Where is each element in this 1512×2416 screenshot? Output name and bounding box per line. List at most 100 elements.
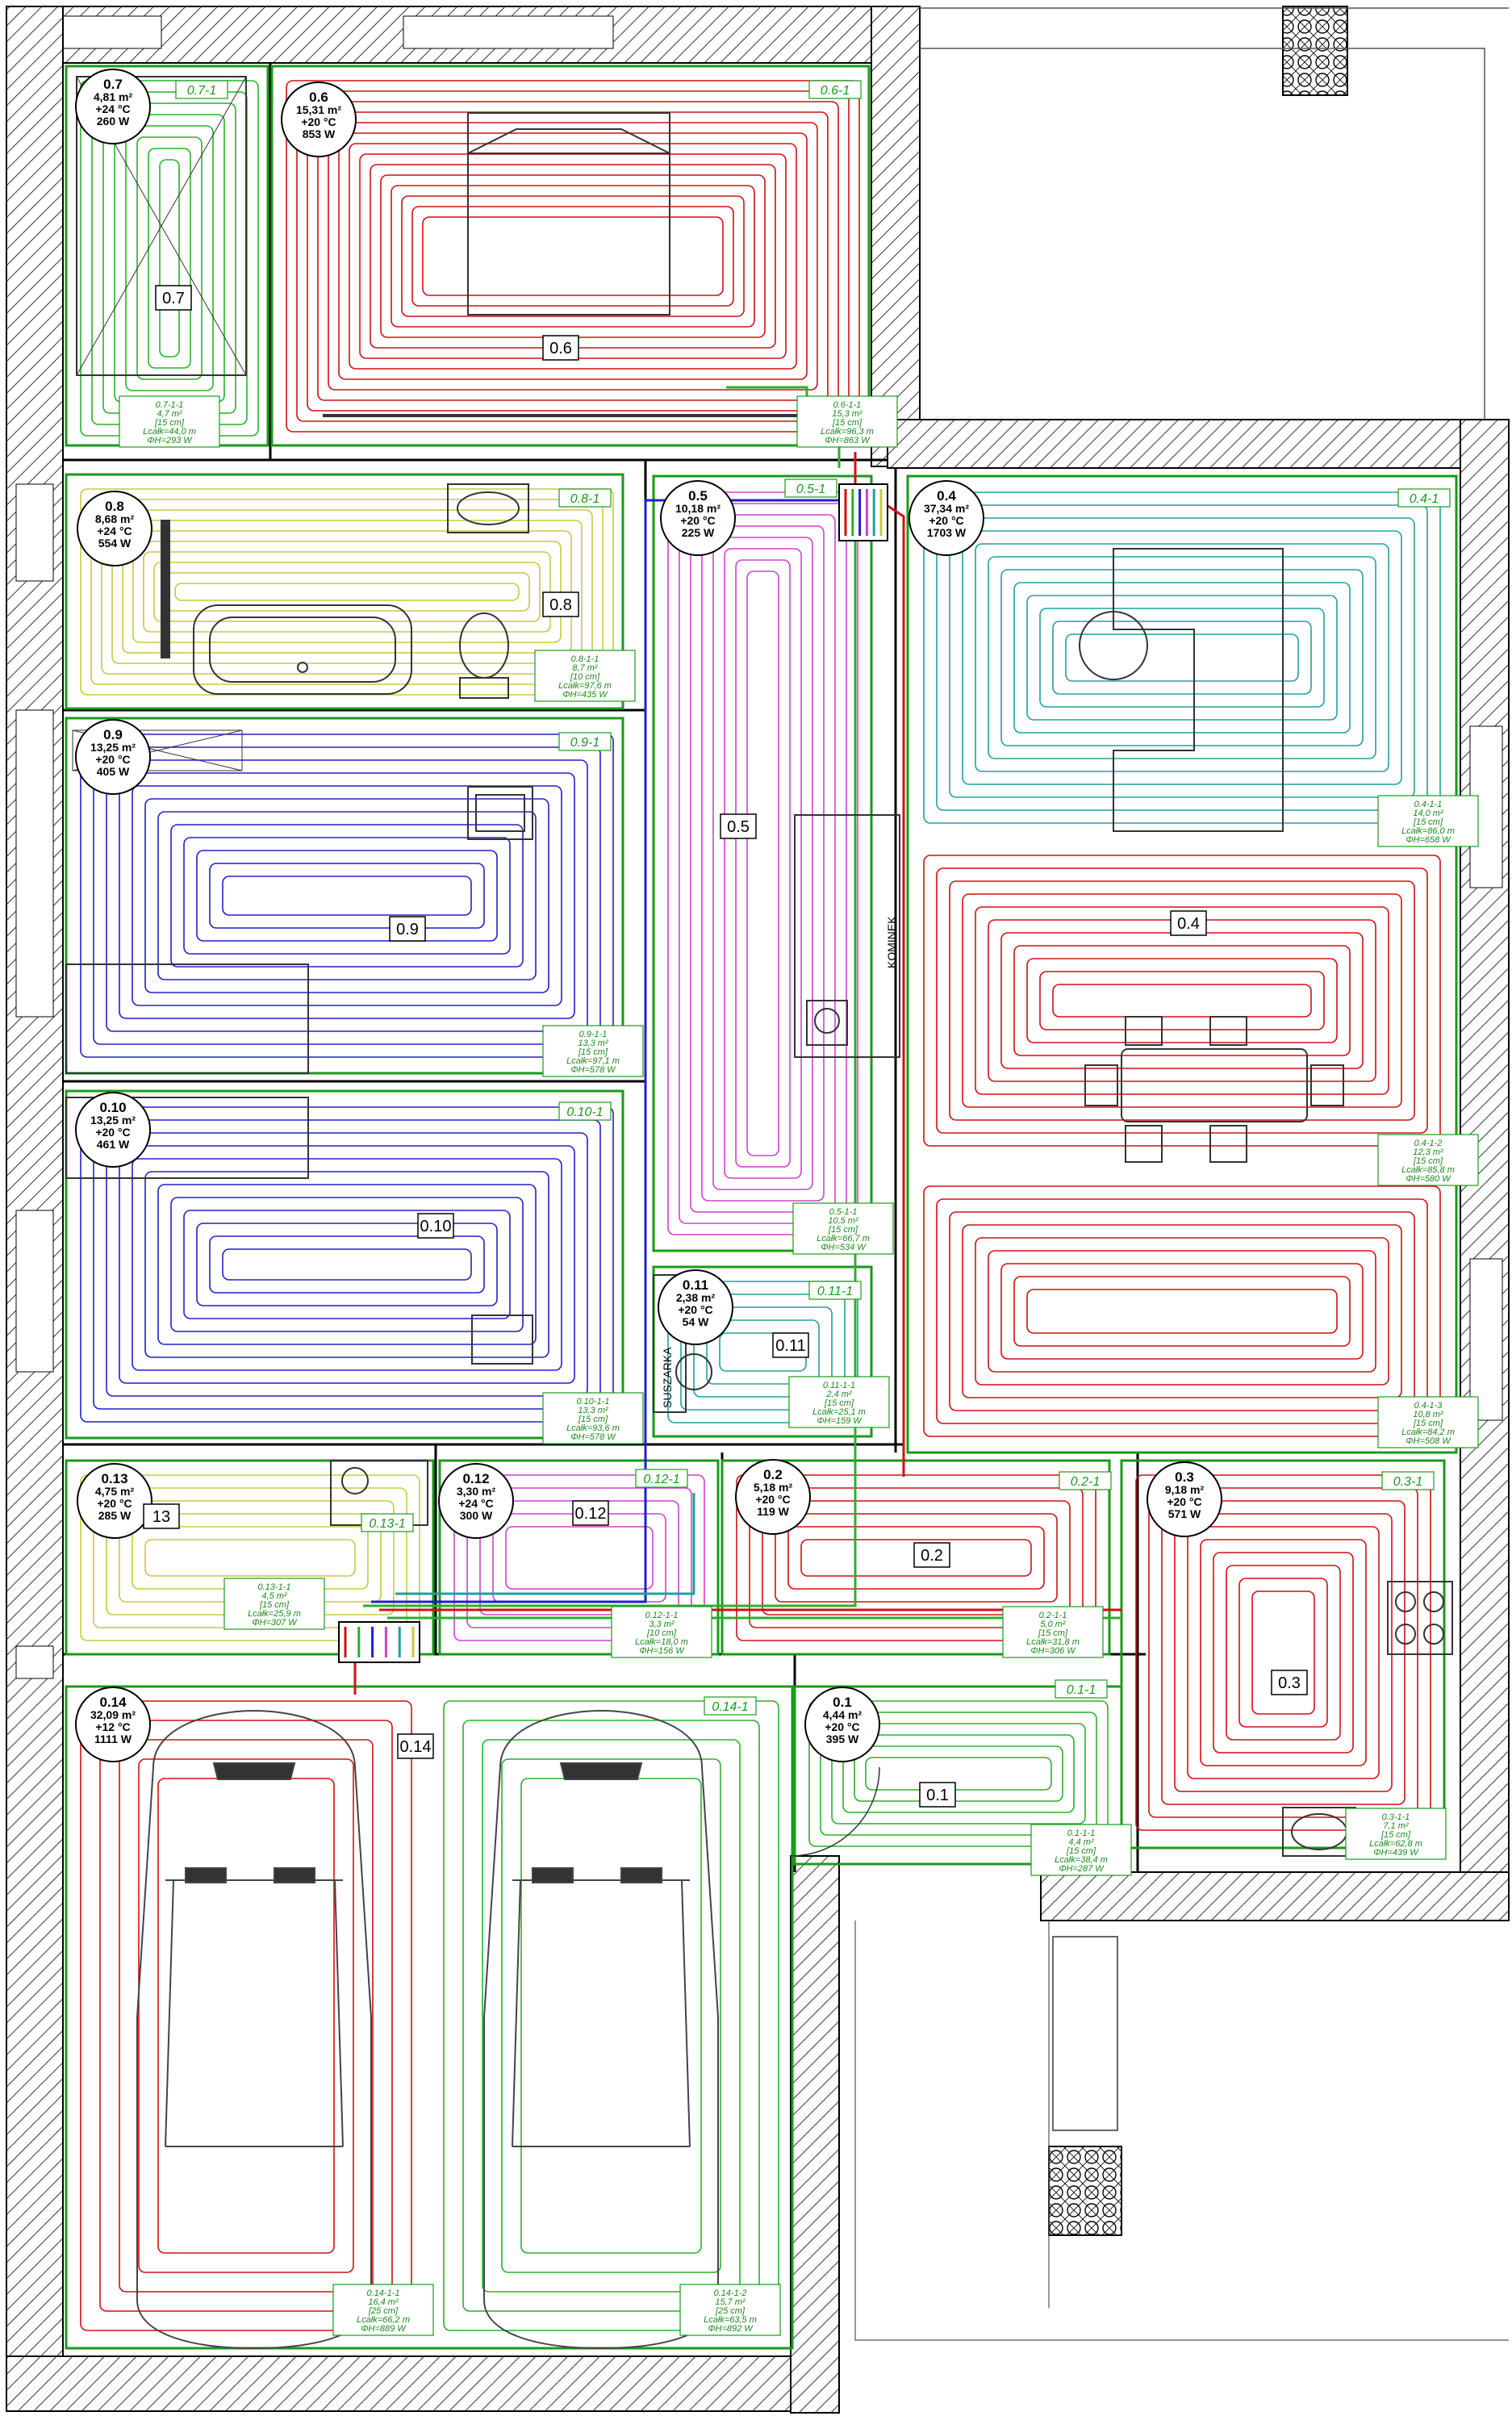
circuit-spec-2-line: [25 cm]: [715, 2306, 746, 2316]
circuit-spec-2-frame: [679, 2284, 781, 2336]
pipe-loop: [328, 122, 818, 391]
circuit-spec-line: 14,0 m²: [1413, 809, 1443, 818]
circuit-spec-line: 0.6-1-1: [833, 400, 862, 410]
room-param: +20 °C: [929, 514, 963, 527]
pipe-loop: [136, 136, 203, 380]
room-number: 0.8: [105, 499, 124, 514]
pipe-loop: [988, 556, 1376, 759]
circuit-spec-frame: [1002, 1606, 1104, 1658]
pipe-loop: [132, 1158, 562, 1371]
circuit-spec-2-line: 12,3 m²: [1413, 1147, 1443, 1157]
room-param: 405 W: [97, 765, 130, 778]
pipe-loop: [80, 734, 614, 1058]
circuit-spec-line: [15 cm]: [1380, 1830, 1411, 1840]
supply-line: [395, 1493, 695, 1595]
entrance-door-arc: [790, 1766, 880, 1857]
room-number: 0.9: [103, 727, 123, 742]
circuit-spec-line: 4,5 m²: [261, 1591, 287, 1601]
stove-burner-1: [1395, 1591, 1416, 1612]
circuit-spec-line: ΦH=578 W: [570, 1432, 616, 1442]
circuit-spec-2-line: Lcałk=63,5 m: [704, 2315, 757, 2325]
room-param: 225 W: [682, 526, 715, 539]
pipe-loop: [196, 850, 498, 942]
room-param: 4,81 m²: [94, 90, 133, 103]
pipe-loop: [1065, 633, 1299, 682]
circuit-spec-3-line: ΦH=508 W: [1405, 1436, 1451, 1446]
room-param: 260 W: [97, 115, 130, 127]
room-tag-circle: [735, 1459, 811, 1535]
pipe-loop: [1052, 984, 1312, 1018]
pipe-loop: [157, 1778, 335, 2254]
circuit-spec-line: ΦH=307 W: [252, 1618, 298, 1628]
circuit-spec-line: [15 cm]: [1038, 1628, 1068, 1638]
circuit-tag: 0.2-1: [1071, 1475, 1100, 1489]
room-param: 300 W: [460, 1509, 493, 1522]
room-id-text: 0.5: [727, 818, 750, 836]
room-param: +12 °C: [95, 1720, 130, 1733]
circuit-spec-line: 10,5 m²: [828, 1216, 858, 1226]
pipe-loop: [296, 90, 850, 422]
circuit-spec-2-line: 15,7 m²: [715, 2297, 746, 2307]
bed: [467, 112, 670, 316]
room-param: 285 W: [98, 1509, 132, 1522]
room-id-text: 0.6: [549, 340, 572, 357]
room-id-text: 0.4: [1177, 915, 1200, 933]
room-param: 8,68 m²: [95, 512, 135, 525]
circuit-spec-line: 0.9-1-1: [579, 1030, 608, 1039]
room-id-box: [772, 1332, 809, 1358]
pipe-loop: [338, 132, 808, 380]
pipe-loop: [1013, 582, 1351, 734]
pipe-loop: [1000, 932, 1364, 1069]
room-param: +20 °C: [680, 514, 715, 527]
pipe-loop: [80, 1106, 614, 1423]
circuit-spec-frame: [332, 2284, 434, 2336]
circuit-tag-frame: [558, 732, 612, 751]
circuit-tag: 0.12-1: [643, 1473, 679, 1486]
room-param: +20 °C: [301, 115, 336, 128]
circuit-tag-frame: [704, 1696, 757, 1716]
circuit-tag-frame: [175, 80, 228, 99]
room-number: 0.6: [309, 90, 328, 105]
pipe-loop: [690, 514, 836, 1213]
room-number: 0.1: [833, 1695, 852, 1710]
pipe-loop: [102, 102, 236, 414]
circuit-spec-3-line: [15 cm]: [1413, 1419, 1443, 1428]
pipe-loop: [775, 1513, 1058, 1603]
room-param: 13,25 m²: [90, 1114, 136, 1126]
pipe-loop: [1026, 958, 1338, 1043]
circuit-spec-2-line: [15 cm]: [1413, 1156, 1443, 1166]
fireplace-flue: [806, 1000, 848, 1046]
circuit-spec-3-line: 10,8 m²: [1413, 1410, 1443, 1419]
circuit-spec-line: [15 cm]: [1413, 817, 1443, 827]
pipe-loop: [988, 1250, 1376, 1373]
circuit-spec-line: ΦH=287 W: [1059, 1864, 1105, 1874]
circuit-spec-2-line: Lcałk=85,8 m: [1401, 1165, 1455, 1175]
circuit-spec-line: Lcałk=97,1 m: [566, 1056, 620, 1066]
circuit-tag: 0.1-1: [1067, 1683, 1096, 1697]
pipe-loop: [1251, 1590, 1315, 1715]
circuit-spec-line: 13,3 m²: [578, 1406, 608, 1415]
pipe-loop: [1238, 1578, 1328, 1728]
shower-glass: [161, 520, 170, 658]
room-param: 37,34 m²: [924, 502, 969, 515]
pipe-loop: [865, 1757, 1052, 1791]
pipe-loop: [520, 1778, 702, 2254]
pipe-loop: [923, 1185, 1441, 1437]
room-number: 0.7: [103, 77, 123, 92]
pipe-loop: [988, 919, 1376, 1082]
stove: [1387, 1581, 1453, 1655]
circuit-spec-line: [10 cm]: [646, 1628, 677, 1638]
pipe-loop: [975, 1237, 1389, 1386]
room-id-box: [1271, 1670, 1308, 1695]
circuit-spec-line: Lcałk=38,4 m: [1055, 1855, 1108, 1865]
pipe-loop: [422, 216, 724, 296]
room-tag-circle: [75, 719, 151, 795]
pipe-loop: [209, 1235, 485, 1294]
circuit-spec-line: Lcałk=66,7 m: [817, 1234, 870, 1244]
circuit-tag: 0.9-1: [570, 736, 599, 750]
room-id-box: [389, 916, 426, 942]
room-id-box: [417, 1213, 454, 1239]
circuit-spec-frame: [1345, 1808, 1447, 1860]
circuit-spec-line: 0.14-1-1: [367, 2289, 400, 2298]
circuit-spec-line: ΦH=439 W: [1373, 1848, 1419, 1858]
